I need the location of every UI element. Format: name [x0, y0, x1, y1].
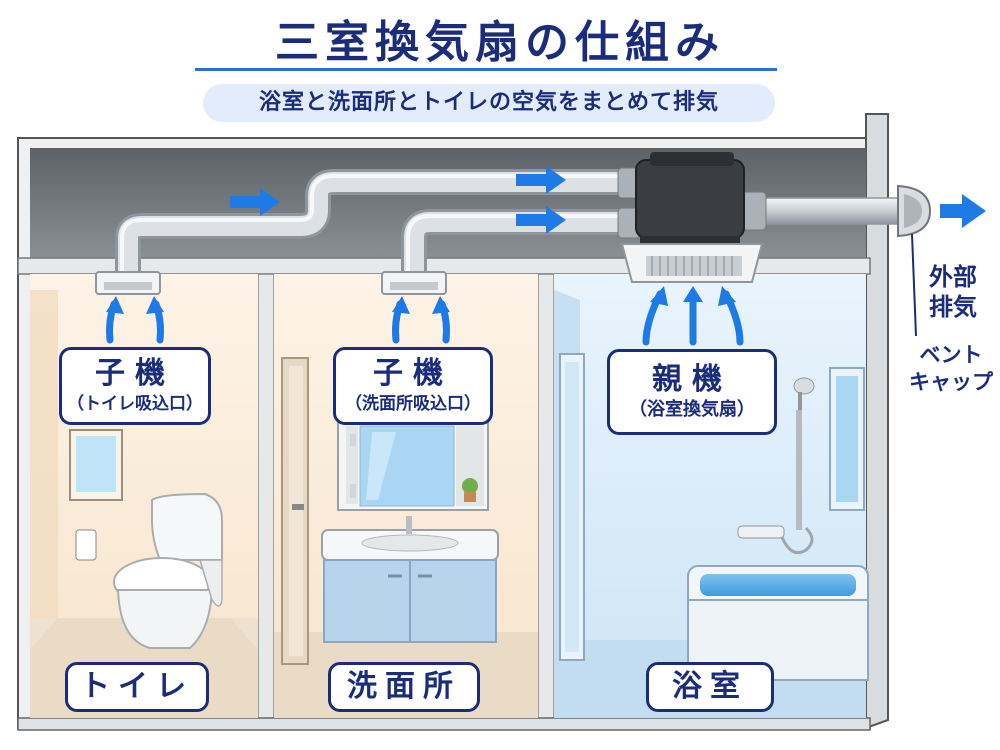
washroom-grille	[381, 271, 447, 295]
arrowhead	[650, 286, 668, 306]
main-unit-label: 親機 （浴室換気扇）	[607, 349, 777, 435]
washroom-unit-desc: （洗面所吸込口）	[345, 394, 481, 414]
room-label-bathroom: 浴室	[646, 662, 774, 712]
vent-cap-label: ベント キャップ	[904, 342, 998, 396]
title-underline	[195, 68, 777, 71]
room-label-washroom: 洗面所	[328, 662, 480, 712]
toilet-sub-unit-label: 子機 （トイレ吸込口）	[59, 347, 211, 425]
vanity-unit	[321, 516, 499, 643]
shower	[737, 377, 815, 555]
toilet-room	[30, 274, 258, 718]
washroom-unit-name: 子機	[373, 356, 453, 391]
arrowhead	[106, 296, 124, 314]
arrowhead	[392, 296, 410, 314]
bath-window	[829, 367, 865, 511]
bath-door	[559, 353, 585, 661]
vent-cap-line1: ベント	[919, 343, 983, 367]
external-exhaust-line2: 排気	[929, 293, 977, 321]
arrowhead	[146, 296, 164, 314]
airflow-arrows-duct	[230, 166, 986, 234]
arrowhead	[432, 296, 450, 314]
bathroom	[554, 274, 869, 718]
vent-cap-line2: キャップ	[909, 370, 993, 394]
mirror-cabinet	[337, 417, 489, 511]
main-fan-unit	[620, 152, 764, 283]
main-unit-name: 親機	[652, 362, 732, 397]
toilet-unit-name: 子機	[95, 356, 175, 391]
external-exhaust-label: 外部 排気	[916, 262, 990, 322]
external-exhaust-line1: 外部	[929, 263, 977, 291]
arrowhead	[718, 286, 736, 306]
toilet-grille	[95, 271, 161, 295]
room-label-toilet: トイレ	[65, 662, 209, 712]
vent-cap-pointer	[911, 233, 917, 337]
arrowhead	[683, 286, 703, 302]
washroom	[274, 274, 538, 718]
diagram-title: 三室換気扇の仕組み	[275, 17, 725, 68]
toilet-window	[69, 429, 123, 501]
diagram-subtitle: 浴室と洗面所とトイレの空気をまとめて排気	[203, 84, 775, 122]
main-unit-desc: （浴室換気扇）	[629, 399, 755, 420]
vent-cap	[897, 184, 932, 238]
toilet-bowl	[113, 492, 223, 649]
toilet-unit-desc: （トイレ吸込口）	[67, 394, 203, 414]
duct-system	[115, 167, 901, 276]
washroom-door	[281, 357, 309, 665]
washroom-sub-unit-label: 子機 （洗面所吸込口）	[333, 347, 493, 425]
toilet-remote	[75, 529, 97, 561]
